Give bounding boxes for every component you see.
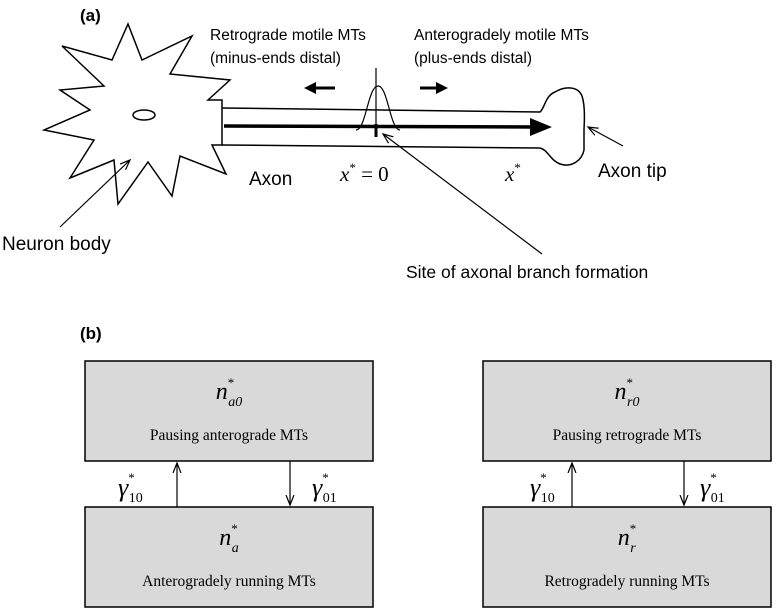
n-a-superscript: * [231,521,238,536]
x-star-zero-label: x* = 0 [339,160,389,186]
axon-tip-pointer [588,127,624,147]
running-anterograde-variable: n* a [219,521,239,556]
anterograde-arrowhead [436,82,448,94]
n-r0-subscript: r0 [627,395,639,410]
gamma-10-superscript: * [128,470,135,485]
gamma-01-subscript: 01 [323,491,337,506]
n-a-subscript: a [232,541,239,556]
bell-curve [355,85,401,131]
gamma-10-subscript: 10 [129,491,143,506]
branch-site-pointer [383,134,543,255]
anterograde-label-line1: Anterogradely motile MTs [414,27,589,44]
retrograde-label-line1: Retrograde motile MTs [210,27,366,44]
running-retrograde-box [482,506,772,608]
gamma-01-superscript: * [322,470,329,485]
anterograde-state-diagram: n*a0 Pausing anterograde MTs n*a Anterog… [84,360,374,608]
n-a0-superscript: * [228,375,235,390]
panel-a: (a) Retrograde motile MTs (minus-ends di… [2,6,667,282]
pausing-retrograde-text: Pausing retrograde MTs [553,427,702,444]
x-superscript: * [514,160,521,175]
neuron-body-pointer [59,160,130,228]
gamma-r10-superscript: * [540,470,547,485]
pausing-anterograde-box [84,360,374,462]
gamma-r10-subscript: 10 [541,491,555,506]
panel-a-label: (a) [80,6,101,25]
x0-superscript: * [349,160,356,175]
neuron-body-label: Neuron body [2,234,111,255]
x0-equals: = 0 [356,162,389,186]
n-r-symbol: n [618,525,630,551]
gamma-r10-symbol: γ [530,473,541,502]
running-anterograde-box [84,506,374,608]
axon-transport-arrowhead [530,118,552,136]
panel-b: (b) n*a0 Pausing anterograde MTs n*a Ant… [80,324,772,608]
panel-b-label: (b) [80,324,102,343]
n-r-subscript: r [630,541,636,556]
axon-tip-label: Axon tip [598,161,667,182]
anterograde-rate-01: γ* 01 [312,470,337,506]
axon-bottom-outline [221,130,585,166]
x-variable: x [504,162,515,186]
pausing-anterograde-text: Pausing anterograde MTs [150,427,308,444]
n-r-superscript: * [630,521,637,536]
pausing-retrograde-variable: n* r0 [615,375,640,410]
gamma-r01-subscript: 01 [711,491,725,506]
retrograde-rate-10: γ* 10 [530,470,555,506]
nucleus-shape [132,109,156,121]
running-retrograde-text: Retrogradely running MTs [544,573,709,590]
anterograde-label-line2: (plus-ends distal) [414,50,532,67]
pausing-retrograde-box [482,360,772,462]
gamma-10-symbol: γ [118,473,129,502]
axon-transport-arrow-shaft [223,124,535,129]
running-anterograde-text: Anterogradely running MTs [142,573,316,590]
n-a0-subscript: a0 [228,395,242,410]
n-r0-superscript: * [627,375,634,390]
axon-label: Axon [249,169,292,190]
n-a-symbol: n [219,525,231,551]
n-r0-symbol: n [615,379,627,405]
pausing-anterograde-variable: n* a0 [216,375,243,410]
running-retrograde-variable: n* r [618,521,637,556]
n-a0-symbol: n [216,379,228,405]
retrograde-state-diagram: n*r0 Pausing retrograde MTs n*r Retrogra… [482,360,772,608]
retrograde-rate-01: γ* 01 [700,470,725,506]
retrograde-arrowhead [304,82,316,94]
anterograde-rate-10: γ* 10 [118,470,143,506]
gamma-r01-superscript: * [710,470,717,485]
x-star-label: x* [504,160,521,186]
axon-top-outline [221,87,586,131]
x0-variable: x [339,162,350,186]
retrograde-label-line2: (minus-ends distal) [210,50,341,67]
branch-site-label: Site of axonal branch formation [406,262,648,282]
gamma-01-symbol: γ [312,473,323,502]
gamma-r01-symbol: γ [700,473,711,502]
